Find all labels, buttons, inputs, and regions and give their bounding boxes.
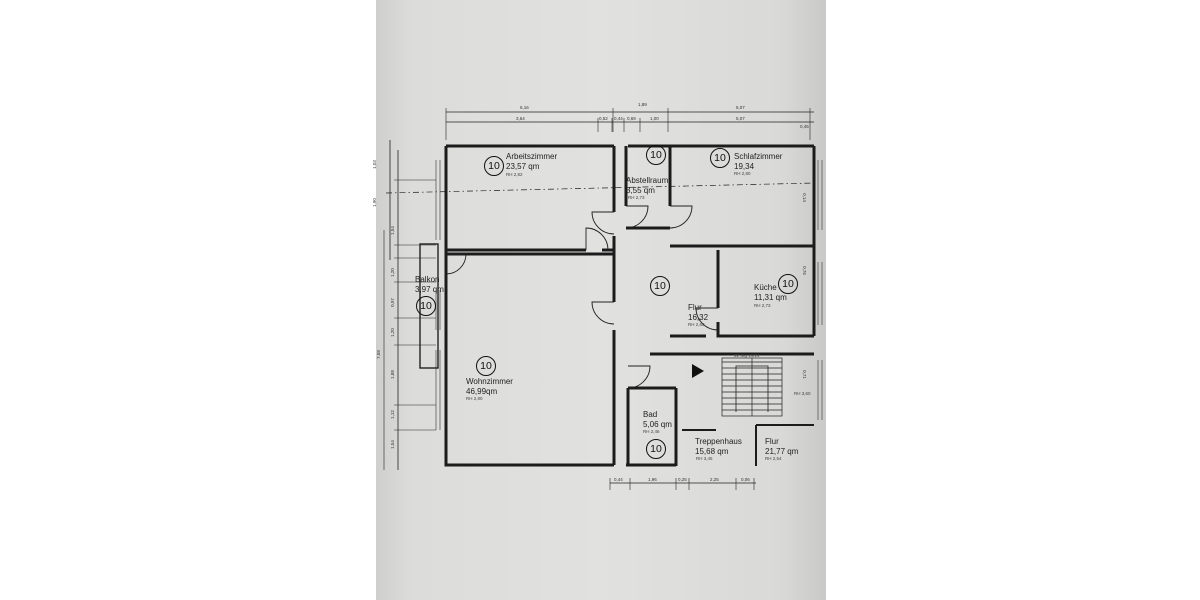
room-area-wohnzimmer: 46,99qm bbox=[466, 387, 498, 396]
room-area-arbeitszimmer: 23,57 qm bbox=[506, 162, 540, 171]
room-name-treppenhaus: Treppenhaus bbox=[695, 437, 742, 446]
room-area-flur: 16,32 bbox=[688, 313, 709, 322]
door-bad bbox=[627, 365, 651, 389]
dim-top-inner-4: 0,69 bbox=[627, 116, 636, 121]
room-number-badge: 10 bbox=[484, 156, 504, 176]
room-name-bad: Bad bbox=[643, 410, 658, 419]
room-height-kueche: RH 2,73 bbox=[754, 303, 771, 308]
dim-top-inner-3: 0,44 bbox=[614, 116, 623, 121]
door-balkon bbox=[445, 253, 467, 275]
dim-left-lower-6: 1,12 bbox=[389, 410, 395, 419]
room-name-wohnzimmer: Wohnzimmer bbox=[466, 377, 513, 386]
room-name-arbeitszimmer: Arbeitszimmer bbox=[506, 152, 558, 161]
dim-bottom-3: 0,25 bbox=[678, 477, 687, 482]
room-number-badge: 10 bbox=[646, 439, 666, 459]
dim-left-lower-2: 0,97 bbox=[389, 298, 395, 307]
dim-top-inner-1: 3,64 bbox=[516, 116, 525, 121]
dim-top-outer-1: 6,16 bbox=[520, 105, 529, 110]
dim-bottom-1: 0,44 bbox=[614, 477, 623, 482]
room-height-bad: RH 2,46 bbox=[643, 429, 660, 434]
room-number-badge: 10 bbox=[710, 148, 730, 168]
door-wohnzimmer bbox=[591, 301, 615, 325]
dim-right-3: 0,71 bbox=[801, 370, 807, 379]
room-area-schlafzimmer: 19,34 bbox=[734, 162, 755, 171]
room-number-badge: 10 bbox=[646, 145, 666, 165]
dim-left-lower-5: 7,58 bbox=[375, 350, 381, 359]
room-name-flur: Flur bbox=[688, 303, 702, 312]
door-arbeitszimmer bbox=[585, 227, 609, 251]
room-height-abstellraum: RH 2,73 bbox=[628, 195, 645, 200]
dim-bottom-4: 2,25 bbox=[710, 477, 719, 482]
room-number-badge: 10 bbox=[778, 274, 798, 294]
dim-left-lower-1: 1,20 bbox=[389, 268, 395, 277]
door-flur-left bbox=[591, 211, 615, 235]
room-height-treppenhaus: RH 3,45 bbox=[696, 456, 713, 461]
room-name-kueche: Küche bbox=[754, 283, 777, 292]
room-number-badge: 10 bbox=[416, 296, 436, 316]
room-area-bad: 5,06 qm bbox=[643, 420, 672, 429]
room-height-wohnzimmer: RH 2,80 bbox=[466, 396, 483, 401]
door-abstellraum bbox=[625, 205, 649, 229]
stair-height-label: RH 3,60 bbox=[794, 391, 811, 396]
dim-top-outer-2: 1,89 bbox=[638, 102, 647, 107]
room-area-treppenhaus: 15,68 qm bbox=[695, 447, 729, 456]
room-height-schlafzimmer: RH 2,80 bbox=[734, 171, 751, 176]
room-area-flur-2: 21,77 qm bbox=[765, 447, 799, 456]
dim-left-upper-3: 1,54 bbox=[389, 226, 395, 235]
room-height-flur: RH 2,68 bbox=[688, 322, 705, 327]
dim-left-lower-4: 1,88 bbox=[389, 370, 395, 379]
room-area-kueche: 11,31 qm bbox=[754, 293, 787, 302]
door-schlafzimmer bbox=[669, 205, 693, 229]
dim-right-2: 0,76 bbox=[801, 266, 807, 275]
dim-left-upper-1: 1,03 bbox=[371, 160, 377, 169]
dim-top-inner-5: 1,00 bbox=[650, 116, 659, 121]
room-area-abstellraum: 3,55 qm bbox=[626, 186, 655, 195]
room-number-badge: 10 bbox=[476, 356, 496, 376]
dim-left-lower-7: 1,54 bbox=[389, 440, 395, 449]
room-name-flur-2: Flur bbox=[765, 437, 779, 446]
dim-bottom-2: 1,96 bbox=[648, 477, 657, 482]
stair-arrow-marker bbox=[692, 364, 704, 378]
room-name-balkon: Balkon bbox=[415, 275, 440, 284]
room-name-abstellraum: Abstellraum bbox=[626, 176, 669, 185]
stair-step-label: 22 Stg 16/24 bbox=[734, 353, 760, 358]
dim-left-lower-3: 1,20 bbox=[389, 328, 395, 337]
door-kueche bbox=[695, 307, 719, 331]
dim-top-outer-3: 5,07 bbox=[736, 105, 745, 110]
staircase bbox=[721, 357, 783, 417]
room-area-balkon: 3,97 qm bbox=[415, 285, 444, 294]
plan-sheet: 6,16 1,89 5,07 3,64 0,52 0,44 0,69 1,00 … bbox=[372, 0, 826, 600]
room-height-flur-2: RH 2,54 bbox=[765, 456, 782, 461]
dim-top-inner-7: 0,45 bbox=[800, 124, 809, 129]
dim-top-inner-6: 5,07 bbox=[736, 116, 745, 121]
room-name-schlafzimmer: Schlafzimmer bbox=[734, 152, 783, 161]
dim-right-1: 0,14 bbox=[801, 193, 807, 202]
room-height-arbeitszimmer: RH 2,82 bbox=[506, 172, 523, 177]
room-number-badge: 10 bbox=[650, 276, 670, 296]
dim-top-inner-2: 0,52 bbox=[599, 116, 608, 121]
section-line bbox=[385, 182, 817, 194]
dim-left-upper-2: 1,90 bbox=[371, 198, 377, 207]
floor-plan-drawing bbox=[383, 108, 823, 490]
dim-bottom-5: 0,06 bbox=[741, 477, 750, 482]
